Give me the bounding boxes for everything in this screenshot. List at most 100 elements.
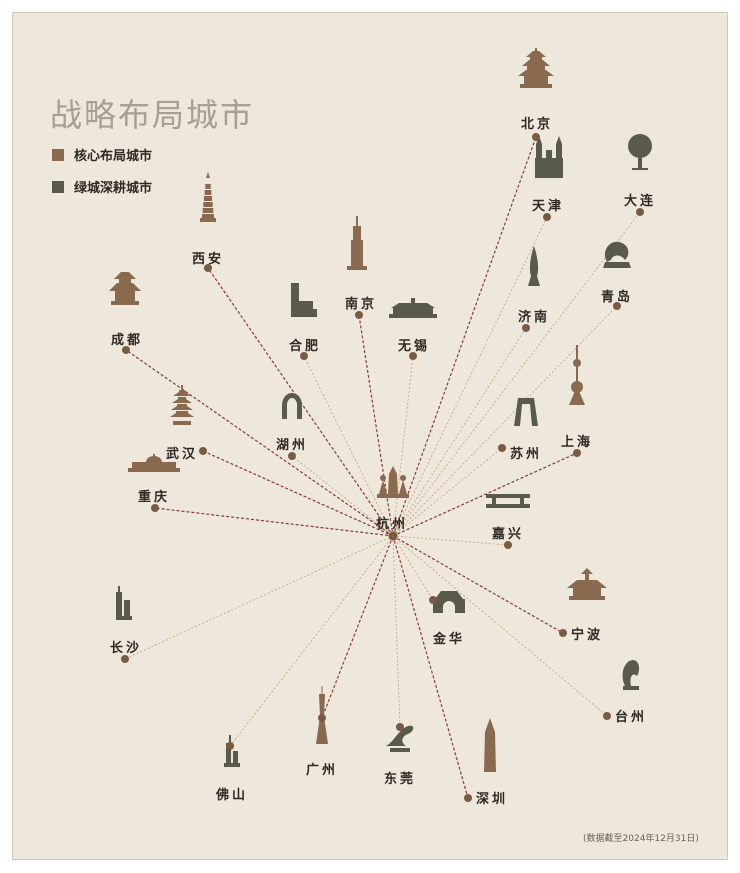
city-dot-5 [522,324,530,332]
city-dot-12 [199,447,207,455]
city-label: 宁波 [571,627,603,643]
connection-line-18 [392,535,434,601]
great-hall-icon [128,454,180,472]
hangzhou-landmark-icon [377,466,409,498]
city-label: 天津 [532,198,564,214]
sphere-tower-icon [628,134,652,170]
city-label: 广州 [306,762,338,778]
city-label: 青岛 [601,289,633,305]
connection-line-5 [392,327,527,537]
city-dot-11 [288,452,296,460]
legend-swatch-core-icon [52,148,64,161]
temple-of-heaven-icon [518,48,554,88]
pavilion-icon [109,272,141,305]
connection-line-3 [392,211,641,537]
city-dot-10 [409,352,417,360]
city-dot-14 [573,449,581,457]
may-fourth-sculpture-icon [603,241,631,268]
city-gate-icon [433,591,465,613]
city-dot-16 [504,541,512,549]
city-dot-6 [204,264,212,272]
ping-an-tower-icon [484,718,496,772]
gate-of-orient-icon [514,398,538,426]
city-dot-13 [498,444,506,452]
city-dot-20 [603,712,611,720]
hub-dot [388,531,398,541]
city-label: 合肥 [289,338,321,354]
city-label: 重庆 [138,489,170,505]
city-label: 成都 [111,332,143,348]
connection-line-21 [229,535,394,747]
city-label: 湖州 [276,438,308,453]
legend-label-core: 核心布局城市 [74,149,153,164]
connection-line-7 [358,314,394,537]
foshan-towers-icon [224,735,240,767]
connection-line-16 [392,535,509,546]
connection-line-22 [321,535,394,719]
city-label: 南京 [345,296,377,312]
connection-line-2 [392,216,548,537]
lakeside-building-icon [389,298,437,318]
city-dot-18 [429,596,437,604]
connection-line-4 [392,305,618,537]
city-label: 武汉 [166,446,198,462]
legend-item-deep: 绿城深耕城市 [52,177,152,196]
hub-label: 杭州 [376,516,408,532]
connection-line-1 [392,136,537,537]
city-dot-19 [559,629,567,637]
connection-line-11 [291,455,394,537]
connection-line-20 [392,535,608,717]
city-label: 大连 [624,193,656,209]
city-label: 济南 [518,309,550,325]
city-dot-2 [543,213,551,221]
city-dot-4 [613,302,621,310]
hefei-building-icon [291,283,317,317]
city-label: 佛山 [215,787,248,803]
city-label: 无锡 [397,338,430,354]
connection-line-14 [392,452,578,537]
city-label: 北京 [521,116,553,132]
city-label: 东莞 [384,771,416,787]
connection-line-24 [392,535,469,799]
city-label: 台州 [615,709,647,725]
dongguan-sculpture-icon [386,725,414,752]
connection-line-12 [202,450,394,537]
city-dot-22 [318,714,326,722]
city-dot-21 [226,742,234,750]
city-dot-9 [300,352,308,360]
city-label: 嘉兴 [491,526,524,542]
connection-line-15 [154,507,394,537]
page-title: 战略布局城市 [50,96,255,134]
city-label: 西安 [192,251,224,267]
city-dot-17 [121,655,129,663]
taizhou-sculpture-icon [622,660,640,690]
city-label: 苏州 [510,446,542,462]
yellow-crane-tower-icon [170,385,194,425]
oriental-pearl-tower-icon [569,345,585,405]
quancheng-sculpture-icon [528,246,540,286]
city-dot-24 [464,794,472,802]
city-label: 上海 [561,434,593,450]
legend-label-deep: 绿城深耕城市 [74,181,153,196]
city-dot-15 [151,504,159,512]
changsha-towers-icon [116,586,132,620]
legend-item-core: 核心布局城市 [52,145,152,164]
skyscraper-icon [347,216,367,270]
city-dot-8 [122,346,130,354]
city-label: 深圳 [476,791,508,807]
connection-line-17 [124,535,394,660]
tianjin-church-icon [535,136,563,178]
jiaxing-hall-icon [486,494,530,508]
city-label: 金华 [432,631,465,647]
connection-line-19 [392,535,564,634]
connection-line-8 [125,349,394,537]
city-label: 长沙 [110,640,142,656]
city-dot-23 [396,723,404,731]
pagoda-icon [200,172,216,222]
horseshoe-hotel-icon [282,393,302,419]
city-dot-1 [532,133,540,141]
connection-line-23 [392,535,401,728]
city-dot-3 [636,208,644,216]
connection-line-13 [392,447,503,537]
